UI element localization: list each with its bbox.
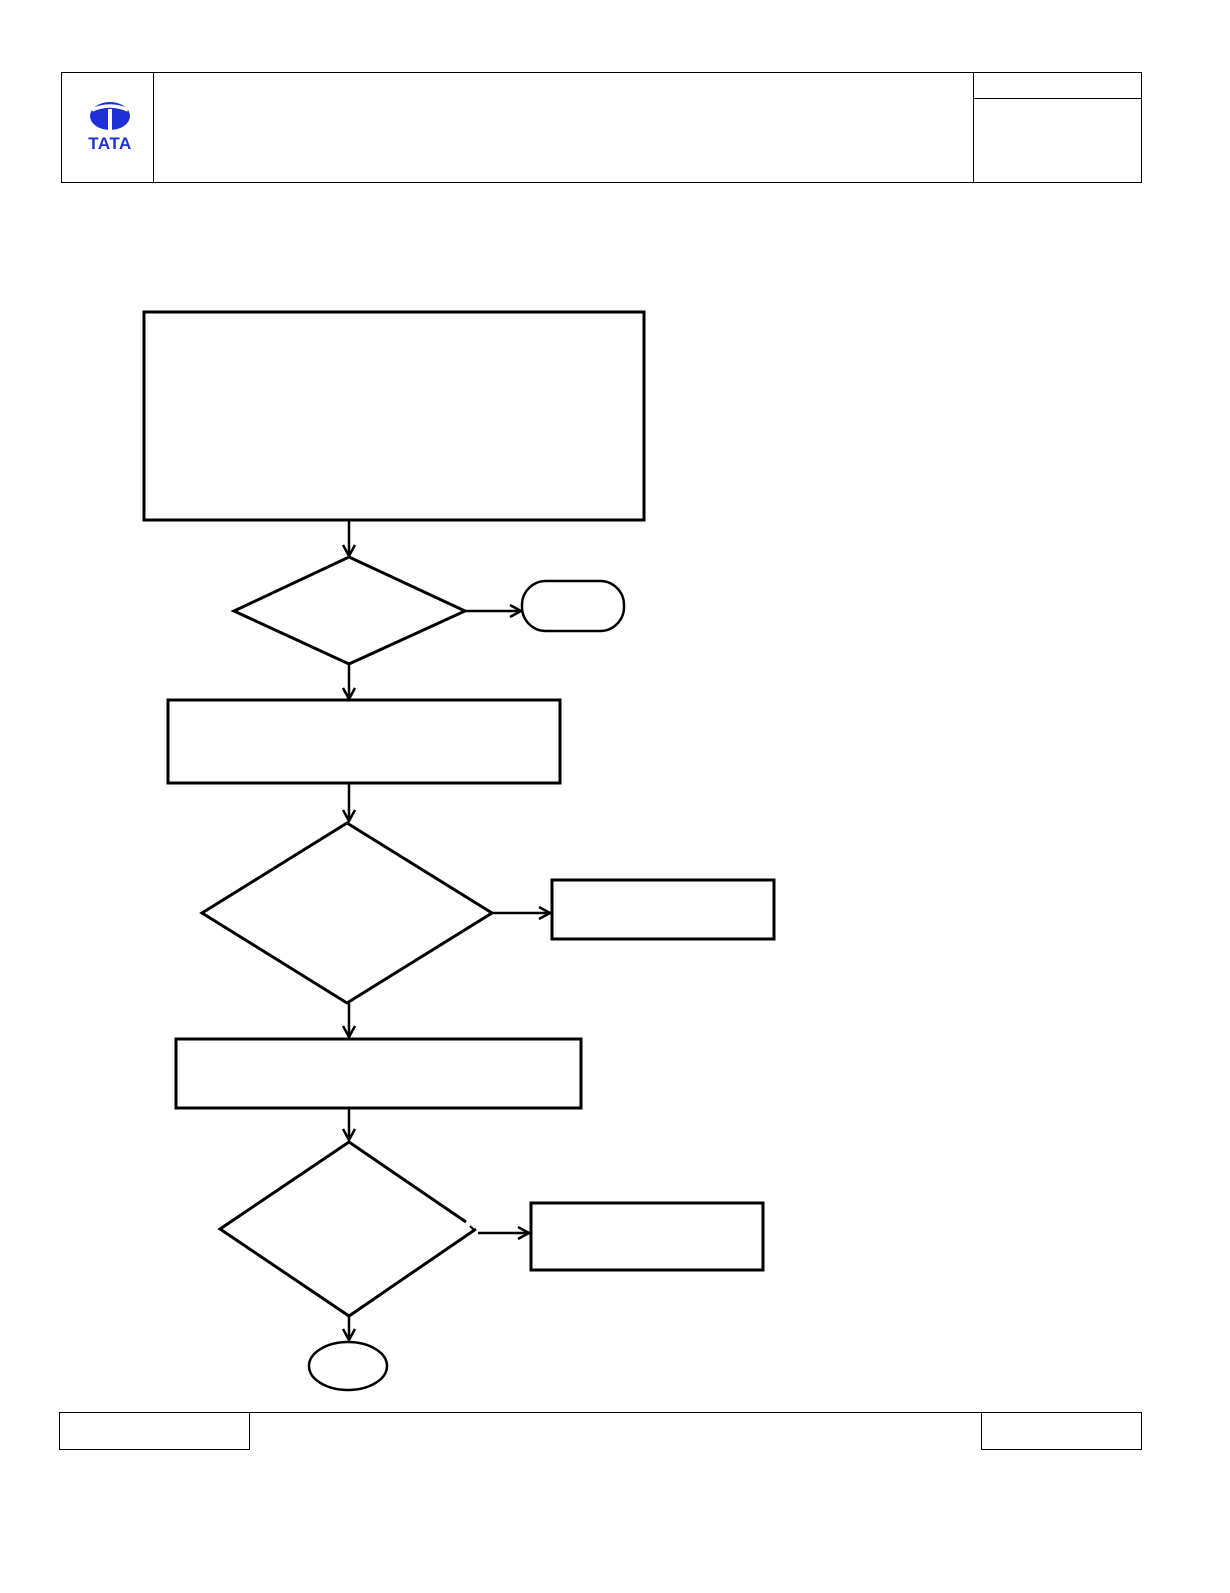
side-box-2 bbox=[550, 878, 776, 941]
footer-right-cell bbox=[981, 1412, 1142, 1450]
terminator-right bbox=[520, 579, 626, 633]
side-box-3 bbox=[529, 1201, 765, 1272]
decision-3-corner-tick bbox=[469, 1225, 475, 1231]
logo-cell: TATA bbox=[62, 73, 154, 182]
decision-1 bbox=[230, 555, 469, 666]
footer-rule bbox=[250, 1412, 981, 1413]
process-box-top bbox=[142, 310, 646, 522]
logo-wordmark: TATA bbox=[88, 134, 132, 153]
decision-3 bbox=[217, 1140, 477, 1318]
tata-logo-emblem bbox=[90, 102, 130, 130]
document-header: TATA bbox=[61, 72, 1142, 183]
process-box-2 bbox=[166, 698, 562, 785]
tata-logo: TATA bbox=[80, 100, 140, 156]
process-box-3 bbox=[174, 1037, 583, 1110]
footer-left-cell bbox=[59, 1412, 250, 1450]
header-title-cell bbox=[153, 73, 974, 182]
decision-2 bbox=[199, 821, 495, 1005]
terminator-end bbox=[307, 1340, 389, 1392]
header-right-top-cell bbox=[974, 73, 1141, 99]
